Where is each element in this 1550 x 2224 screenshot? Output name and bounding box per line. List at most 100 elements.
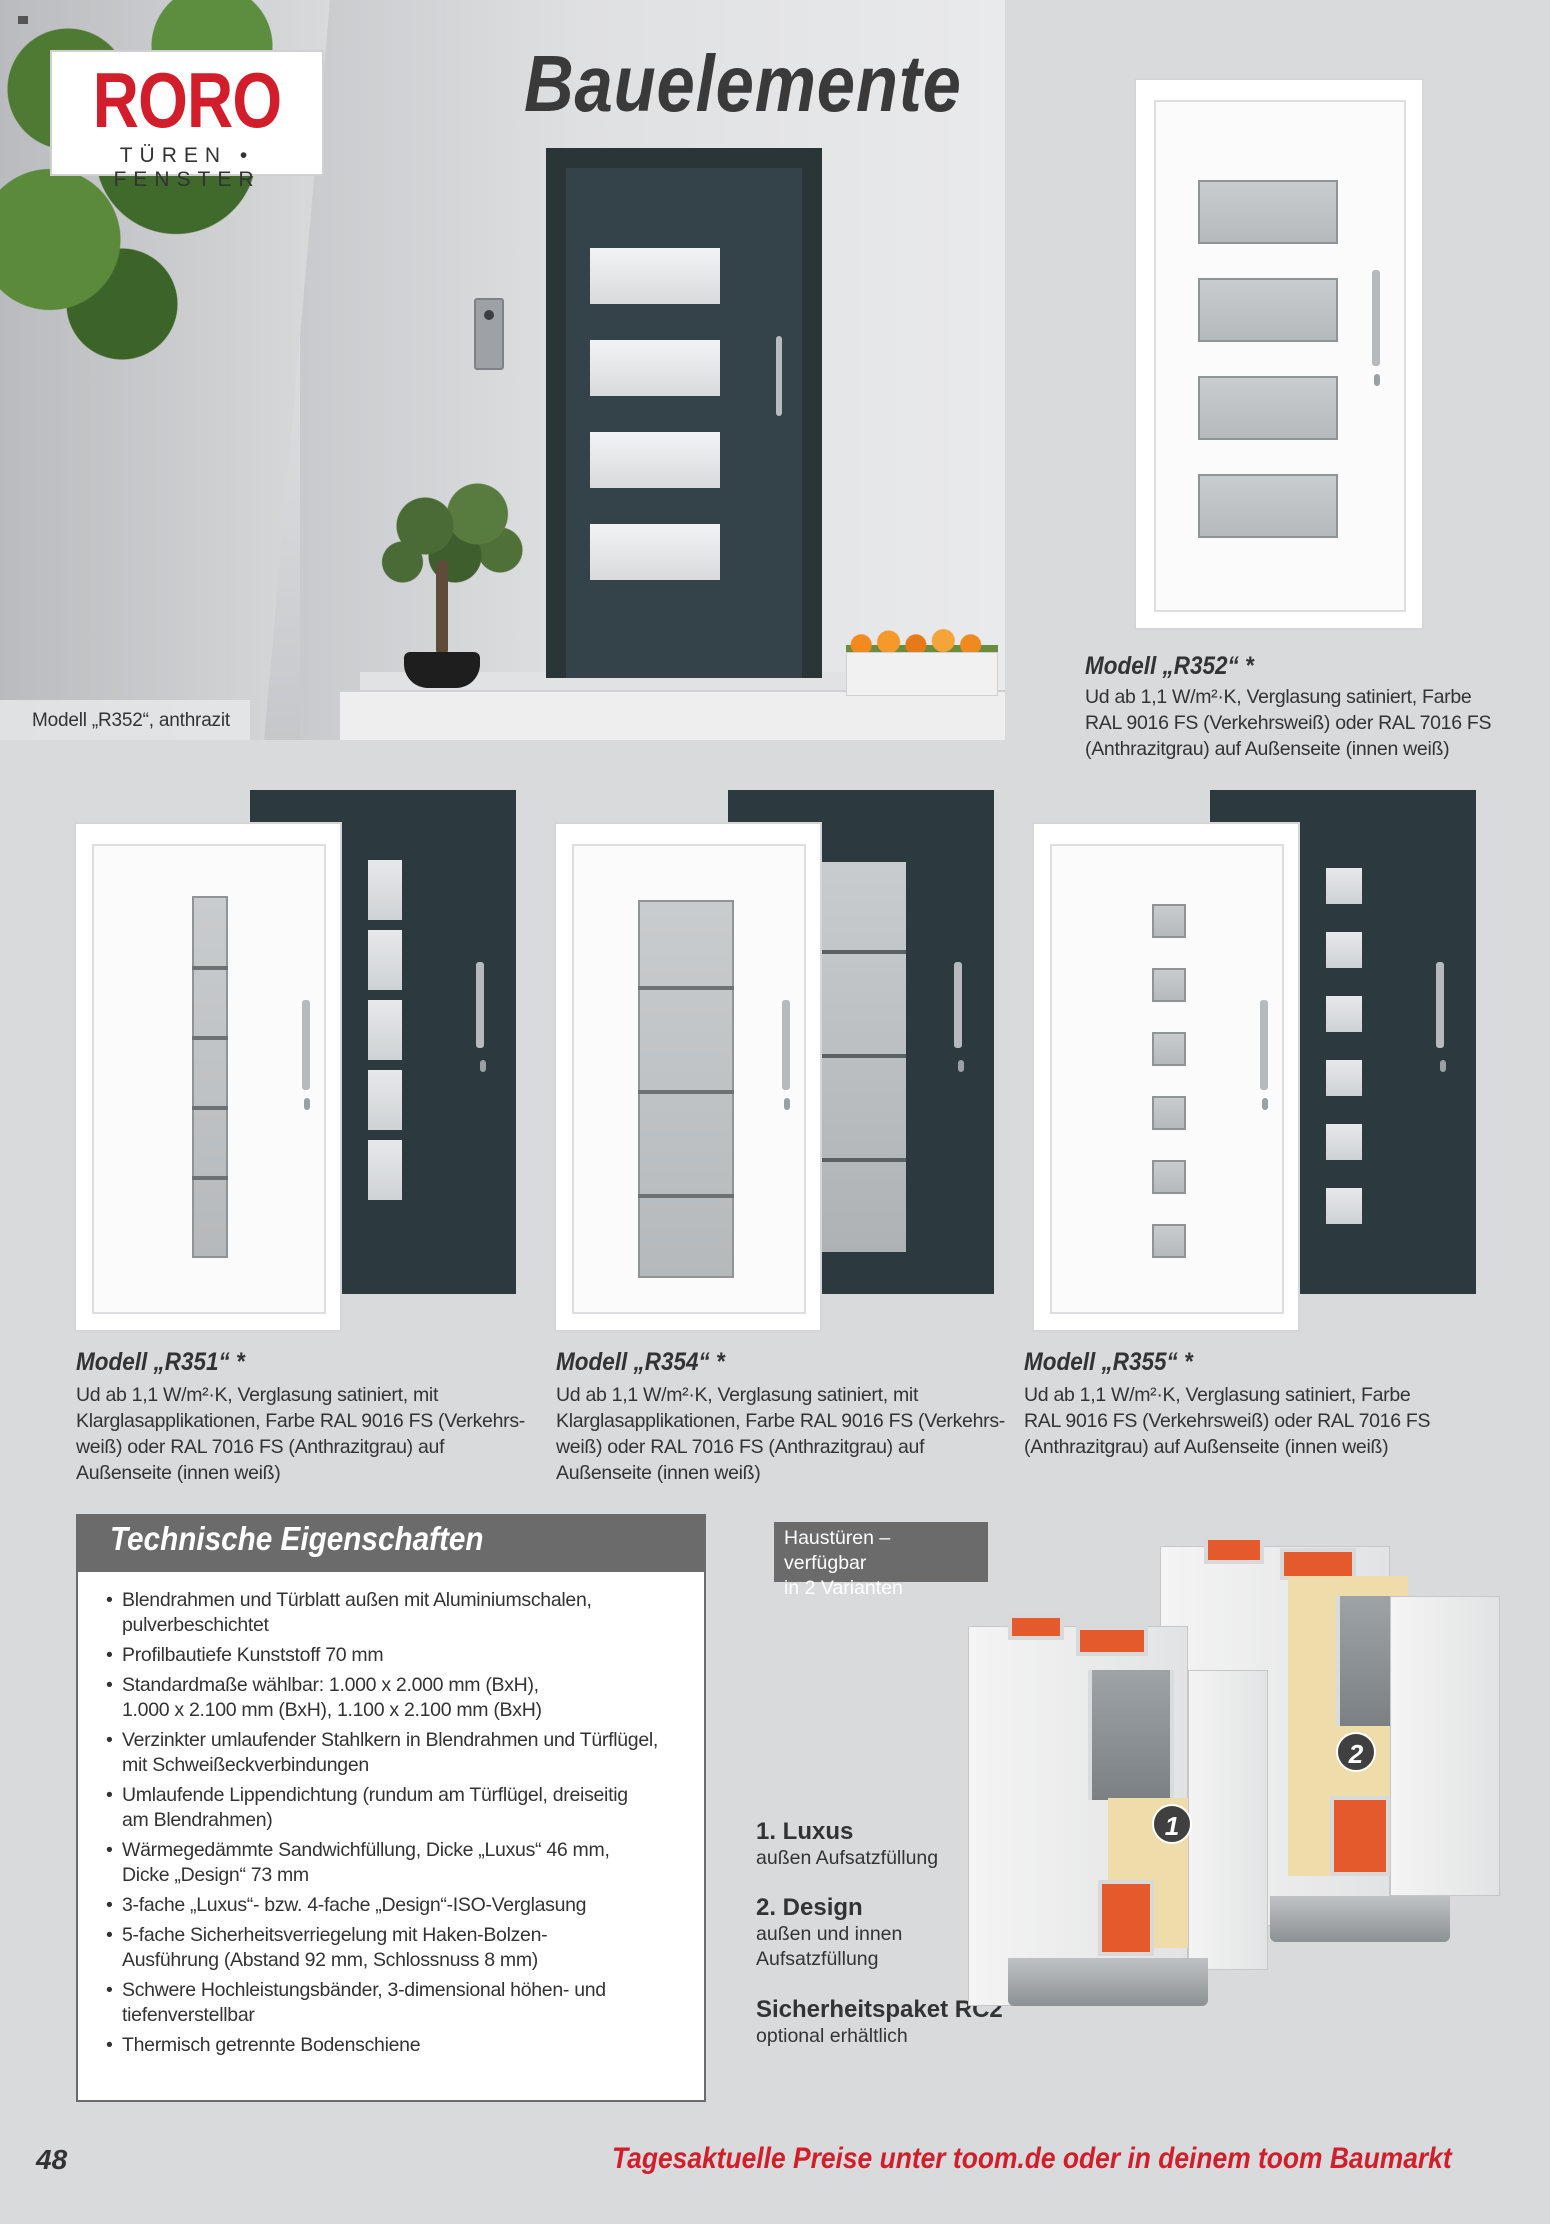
door-glass xyxy=(368,930,402,990)
variant-luxus-label: 1. Luxus xyxy=(756,1818,854,1845)
hero-caption: Modell „R352“, anthrazit xyxy=(32,710,230,731)
door-glass xyxy=(1198,278,1338,342)
door-glass xyxy=(1198,180,1338,244)
profile-glazing xyxy=(1088,1670,1174,1800)
bonsai-trunk xyxy=(436,560,448,656)
page-title: Bauelemente xyxy=(524,39,962,128)
logo-subtitle: TÜREN • FENSTER xyxy=(113,144,261,191)
model-r351-desc: Ud ab 1,1 W/m²·K, Verglasung satiniert, … xyxy=(76,1384,525,1484)
model-r355-desc: Ud ab 1,1 W/m²·K, Verglasung satiniert, … xyxy=(1024,1384,1431,1458)
variants-box: Haustüren – verfügbar in 2 Varianten xyxy=(774,1522,988,1599)
hero-door-glass xyxy=(590,524,720,580)
hero-caption-box xyxy=(0,700,250,740)
tech-properties-title: Technische Eigenschaften xyxy=(110,1520,484,1557)
tech-item: Blendrahmen und Türblatt außen mit Alumi… xyxy=(106,1588,686,1638)
tech-item: Verzinkter umlaufender Stahlkern in Blen… xyxy=(106,1728,686,1778)
tech-item: Schwere Hochleistungsbänder, 3-dimension… xyxy=(106,1978,686,2028)
door-handle-icon xyxy=(1260,1000,1268,1090)
glass-divider xyxy=(192,1036,228,1040)
door-glass xyxy=(368,1070,402,1130)
glass-divider xyxy=(192,1176,228,1180)
hero-door xyxy=(566,168,802,678)
door-handle-icon xyxy=(1436,962,1444,1048)
door-glass xyxy=(368,860,402,920)
door-glass xyxy=(1152,1224,1186,1258)
keyhole-icon xyxy=(1440,1060,1446,1072)
door-glass xyxy=(1152,904,1186,938)
glass-divider xyxy=(820,1158,906,1162)
door-glass xyxy=(1326,868,1362,904)
tech-item: Profilbautiefe Kunststoff 70 mm xyxy=(106,1643,686,1668)
door-handle-icon xyxy=(954,962,962,1048)
keyhole-icon xyxy=(958,1060,964,1072)
glass-divider xyxy=(638,1090,734,1094)
door-glass xyxy=(1326,1124,1362,1160)
door-r354-panel xyxy=(572,844,806,1314)
glass-divider xyxy=(192,1106,228,1110)
door-r355-white xyxy=(1032,822,1300,1332)
door-handle-icon xyxy=(776,336,782,416)
flower-box-flowers xyxy=(846,628,998,656)
door-glass xyxy=(1198,474,1338,538)
profile-sill xyxy=(1008,1958,1208,2006)
door-glass xyxy=(1152,1160,1186,1194)
hero-door-glass xyxy=(590,340,720,396)
model-r351-title: Modell „R351“ * xyxy=(76,1348,245,1376)
tech-properties-list: Blendrahmen und Türblatt außen mit Alumi… xyxy=(106,1588,686,2063)
profile-steel-core xyxy=(1008,1614,1064,1640)
model-r352-desc: Ud ab 1,1 W/m²·K, Verglasung satiniert, … xyxy=(1085,686,1492,760)
keyhole-icon xyxy=(1374,374,1380,386)
profile-sill xyxy=(1270,1896,1450,1942)
page-number: 48 xyxy=(36,2144,68,2175)
door-glass xyxy=(1326,1188,1362,1224)
door-r354-white xyxy=(554,822,822,1332)
footer-price-note: Tagesaktuelle Preise unter toom.de oder … xyxy=(612,2142,1452,2175)
tech-item: 5-fache Sicherheitsverriegelung mit Hake… xyxy=(106,1923,686,1973)
tech-item: Standardmaße wählbar: 1.000 x 2.000 mm (… xyxy=(106,1673,686,1723)
hero-door-glass xyxy=(590,248,720,304)
corner-mark-icon xyxy=(18,16,28,24)
flower-box xyxy=(846,652,998,696)
rc2-sub: optional erhältlich xyxy=(756,2025,908,2047)
door-glass xyxy=(192,896,228,1258)
variant-number-2: 2 xyxy=(1336,1732,1376,1772)
profile-steel-core xyxy=(1098,1880,1154,1956)
door-glass xyxy=(368,1000,402,1060)
plant-pot xyxy=(404,652,480,688)
model-r354-title: Modell „R354“ * xyxy=(556,1348,725,1376)
profile-luxus: 1 xyxy=(968,1610,1288,2030)
door-handle-icon xyxy=(476,962,484,1048)
logo-brand: RORO xyxy=(92,56,282,144)
profile-steel-core xyxy=(1204,1536,1264,1564)
keyhole-icon xyxy=(784,1098,790,1110)
variant-design-sub: außen und innen Aufsatzfüllung xyxy=(756,1923,903,1970)
rc2-label: Sicherheitspaket RC2 xyxy=(756,1996,1003,2023)
tech-properties-header xyxy=(76,1514,706,1572)
door-glass xyxy=(1198,376,1338,440)
glass-divider xyxy=(638,1194,734,1198)
bonsai-plant xyxy=(380,478,530,598)
door-r352-panel xyxy=(1154,100,1406,612)
door-glass xyxy=(1152,1032,1186,1066)
hero-step xyxy=(340,690,1005,740)
variant-design-label: 2. Design xyxy=(756,1894,863,1921)
hero-door-glass xyxy=(590,432,720,488)
door-glass xyxy=(638,900,734,1278)
tech-item: 3-fache „Luxus“- bzw. 4-fache „Design“-I… xyxy=(106,1893,686,1918)
tech-item: Umlaufende Lippendichtung (rundum am Tür… xyxy=(106,1783,686,1833)
door-r355-panel xyxy=(1050,844,1284,1314)
door-glass xyxy=(1152,968,1186,1002)
door-r351-panel xyxy=(92,844,326,1314)
door-glass xyxy=(368,1140,402,1200)
roro-logo: RORO TÜREN • FENSTER xyxy=(50,50,324,191)
profile-steel-core xyxy=(1076,1626,1148,1656)
glass-divider xyxy=(820,950,906,954)
door-glass xyxy=(1326,932,1362,968)
model-r352-title: Modell „R352“ * xyxy=(1085,652,1254,680)
profile-steel-core xyxy=(1330,1796,1390,1876)
keyhole-icon xyxy=(480,1060,486,1072)
door-glass xyxy=(1326,1060,1362,1096)
door-r352-white xyxy=(1134,78,1424,630)
keyhole-icon xyxy=(304,1098,310,1110)
glass-divider xyxy=(638,986,734,990)
